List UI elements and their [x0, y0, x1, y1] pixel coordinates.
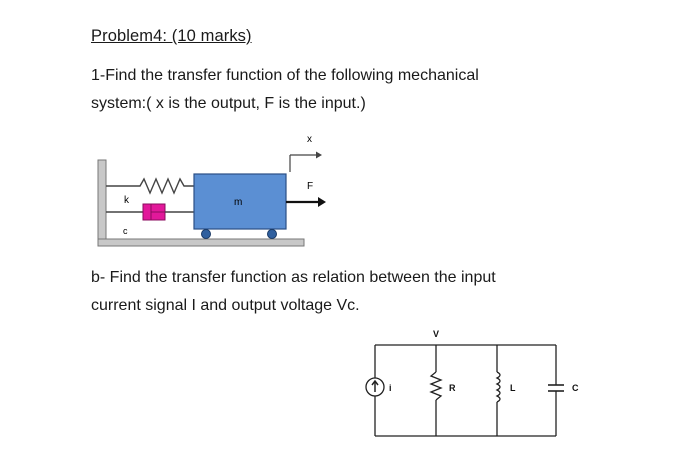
question-2-line-1: b- Find the transfer function as relatio… — [91, 269, 496, 286]
label-i: i — [389, 383, 392, 393]
label-C: C — [572, 383, 579, 393]
label-x: x — [307, 134, 312, 145]
resistor-R — [429, 371, 443, 401]
label-V: V — [433, 329, 439, 339]
force-arrow-head — [318, 197, 326, 207]
wheel-right — [267, 229, 277, 239]
problem-heading: Problem4: (10 marks) — [91, 27, 252, 45]
spring-k — [106, 177, 194, 195]
x-arrow-head — [316, 151, 322, 159]
label-R: R — [449, 383, 456, 393]
label-k: k — [124, 195, 130, 206]
label-m: m — [234, 197, 242, 208]
wheel-left — [201, 229, 211, 239]
current-source — [365, 377, 385, 397]
inductor-L — [495, 371, 501, 403]
question-1-line-2: system:( x is the output, F is the input… — [91, 95, 366, 112]
question-1-line-1: 1-Find the transfer function of the foll… — [91, 67, 479, 84]
question-2-line-2: current signal I and output voltage Vc. — [91, 297, 360, 314]
label-F: F — [307, 181, 313, 192]
wall — [97, 159, 107, 247]
label-L: L — [510, 383, 516, 393]
source-arrow-head — [371, 379, 379, 386]
circuit-diagram — [365, 344, 564, 437]
mass-block — [193, 173, 287, 230]
label-c: c — [123, 226, 128, 236]
ground — [97, 238, 305, 247]
damper-c — [106, 203, 194, 221]
